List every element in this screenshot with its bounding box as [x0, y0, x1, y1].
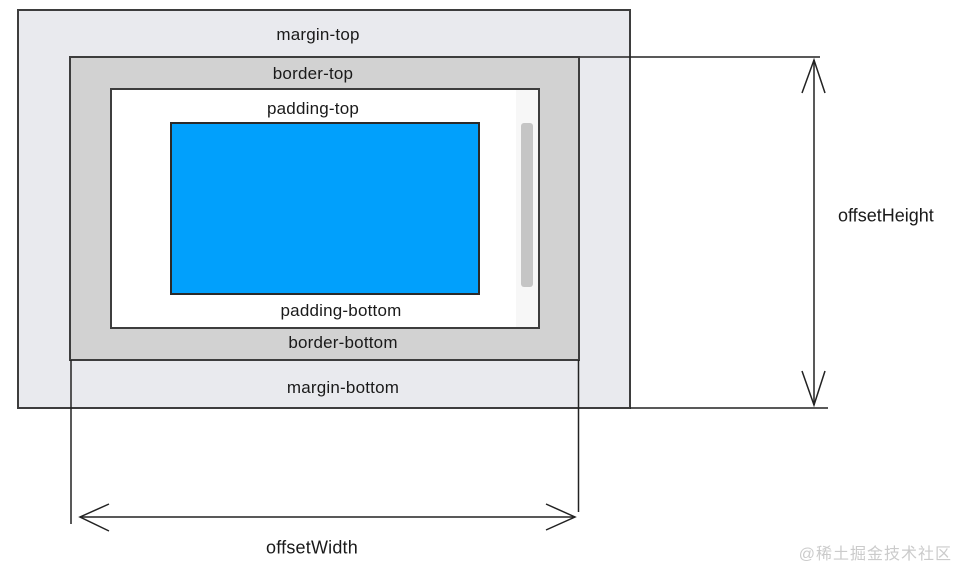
arrow-up-head-icon [801, 57, 826, 94]
offset-width-arrow [78, 503, 577, 532]
offset-height-label: offsetHeight [838, 205, 934, 226]
margin-bottom-label: margin-bottom [286, 378, 400, 397]
content-box [170, 122, 480, 295]
padding-top-label: padding-top [267, 99, 359, 118]
arrow-left-head-icon [78, 503, 110, 532]
offset-height-arrow [801, 57, 826, 408]
arrow-down-head-icon [801, 370, 826, 408]
offset-width-label: offsetWidth [266, 537, 358, 558]
border-bottom-label: border-bottom [288, 333, 398, 352]
watermark: @稀土掘金技术社区 [798, 546, 952, 563]
arrow-right-head-icon [545, 503, 577, 531]
scrollbar-thumb-icon [521, 123, 533, 287]
border-top-label: border-top [272, 64, 354, 83]
padding-bottom-label: padding-bottom [280, 301, 402, 320]
margin-top-label: margin-top [276, 25, 360, 44]
